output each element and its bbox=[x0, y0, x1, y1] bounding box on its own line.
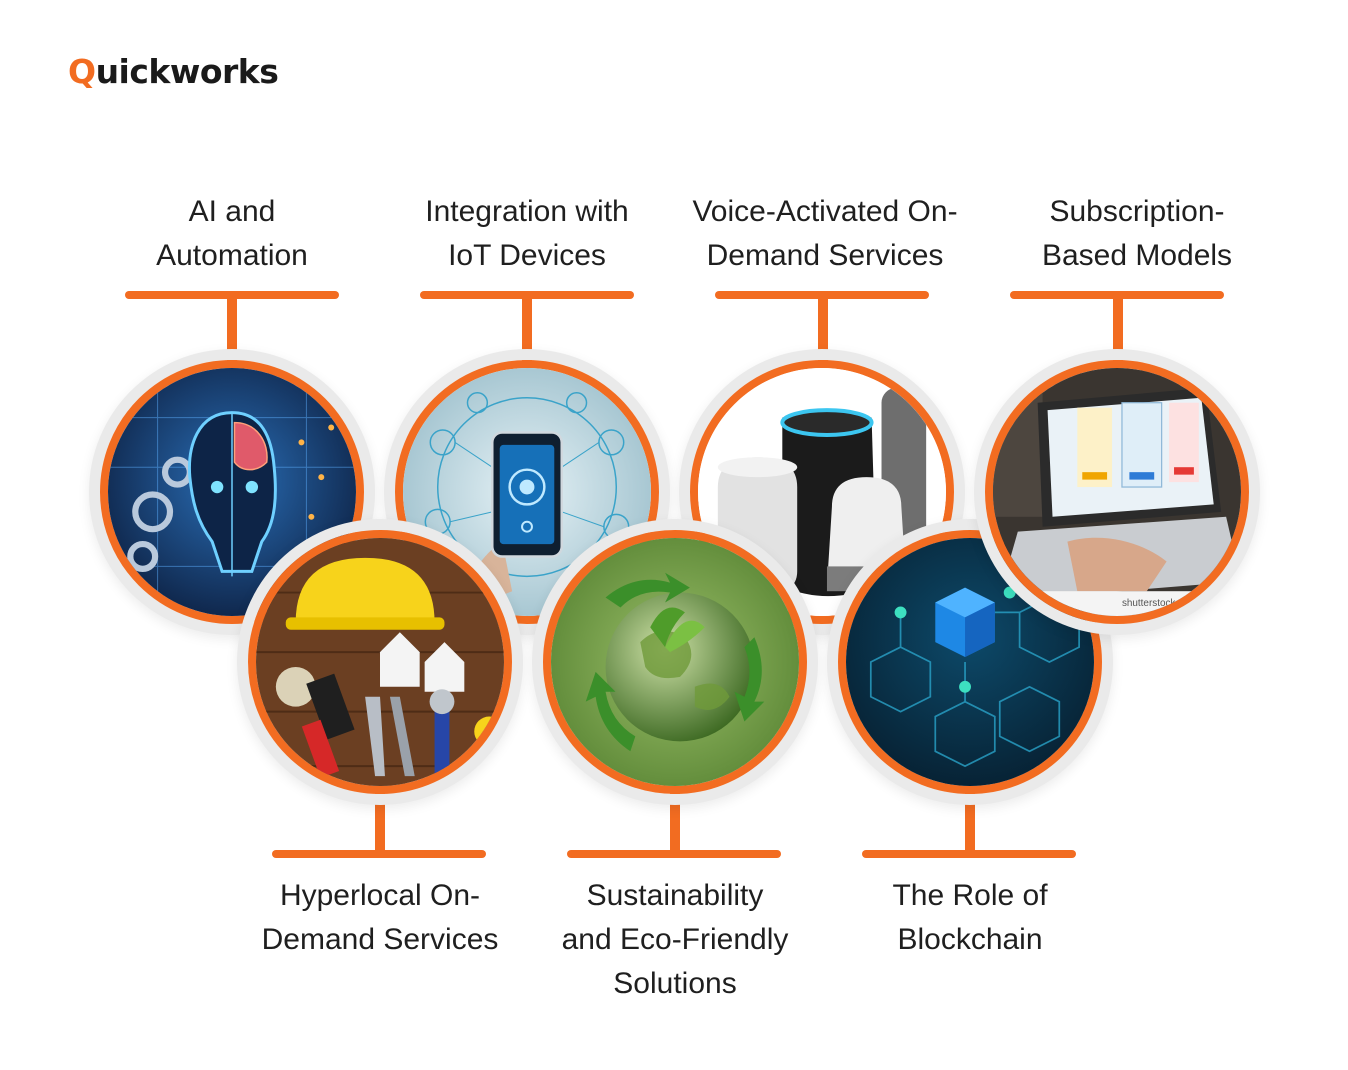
connector-sustainability-vertical bbox=[670, 790, 680, 852]
watermark-text: shutterstock.com · 247369 bbox=[1122, 598, 1239, 609]
label-iot-integration: Integration with IoT Devices bbox=[425, 195, 629, 272]
connector-subscription-vertical bbox=[1113, 295, 1123, 365]
label-subscription-models: Subscription- Based Models bbox=[1041, 195, 1233, 272]
label-ai-automation: AI and Automation bbox=[156, 195, 308, 272]
connector-hyperlocal-vertical bbox=[375, 790, 385, 852]
label-blockchain: The Role of Blockchain bbox=[892, 879, 1048, 956]
tools-houses-icon bbox=[256, 538, 504, 786]
label-sustainability: Sustainability and Eco-Friendly Solution… bbox=[561, 879, 789, 1000]
circle-subscription-models: shutterstock.com · 247369 bbox=[985, 360, 1249, 624]
logo-q-letter: Q bbox=[68, 52, 96, 91]
circle-sustainability bbox=[543, 530, 807, 794]
connector-voice-vertical bbox=[818, 295, 828, 365]
laptop-pricing-icon: shutterstock.com · 247369 bbox=[993, 368, 1241, 616]
connector-blockchain-vertical bbox=[965, 790, 975, 852]
eco-globe-icon bbox=[551, 538, 799, 786]
label-voice-activated: Voice-Activated On- Demand Services bbox=[692, 195, 958, 272]
connector-iot-vertical bbox=[522, 295, 532, 365]
label-hyperlocal: Hyperlocal On- Demand Services bbox=[261, 879, 499, 956]
logo-text: uickworks bbox=[95, 52, 279, 91]
connector-blockchain-horizontal bbox=[862, 850, 1076, 858]
connector-ai-vertical bbox=[227, 295, 237, 365]
circle-hyperlocal bbox=[248, 530, 512, 794]
connector-sustainability-horizontal bbox=[567, 850, 781, 858]
connector-hyperlocal-horizontal bbox=[272, 850, 486, 858]
quickworks-logo: Quickworks bbox=[68, 52, 279, 91]
